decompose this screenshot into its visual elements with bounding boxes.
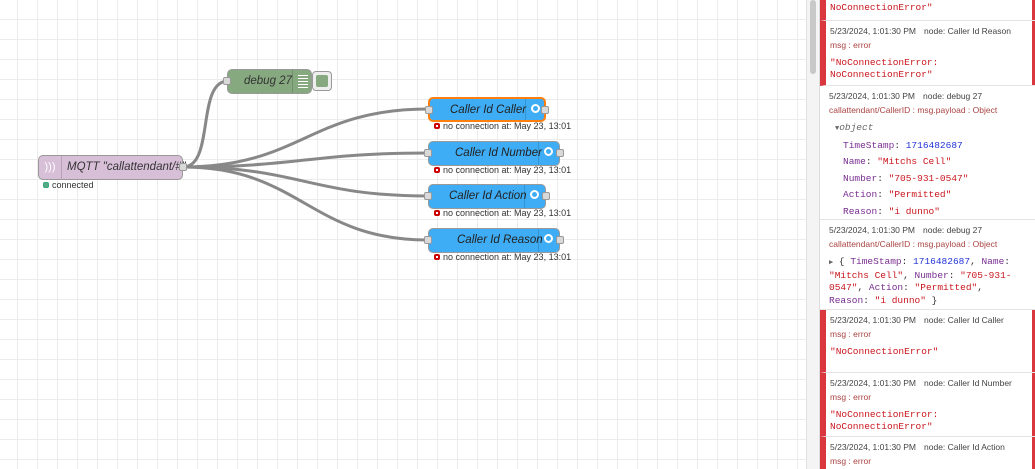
- wires: [181, 79, 430, 242]
- message-topic: msg : error: [830, 456, 872, 466]
- caller-id-action-node[interactable]: Caller Id Action: [424, 184, 550, 209]
- reason-output-port[interactable]: [556, 236, 564, 244]
- message-value: NoConnectionError": [830, 2, 933, 13]
- debug-toggle-button[interactable]: [312, 71, 332, 91]
- object-compact[interactable]: ▶ { TimeStamp: 1716482687, Name: "Mitchs…: [829, 256, 1012, 306]
- message-time: 5/23/2024, 1:01:30 PM: [829, 91, 916, 101]
- caret-down-icon: ▼: [835, 125, 840, 133]
- number-input-port[interactable]: [424, 149, 432, 157]
- action-input-port[interactable]: [424, 192, 432, 200]
- mqtt-node-label: MQTT "callattendant/#": [67, 161, 186, 173]
- scrollbar-thumb[interactable]: [810, 0, 816, 74]
- action-node-label: Caller Id Action: [449, 190, 527, 202]
- message-topic: msg : error: [830, 329, 872, 339]
- debug-message: 5/23/2024, 1:01:30 PM node: debug 27 call…: [820, 86, 1035, 220]
- status-ring-icon: [434, 122, 440, 129]
- debug-message: 5/23/2024, 1:01:30 PM node: debug 27 call…: [820, 220, 1035, 310]
- function-icon: [530, 190, 539, 199]
- flow-workspace[interactable]: debug 27 ))) MQTT "callattendant/#" conn…: [0, 0, 806, 469]
- debug-message: 5/23/2024, 1:01:30 PM node: Caller Id Rea…: [820, 21, 1035, 86]
- function-icon: [531, 104, 540, 113]
- debug-node-label: debug 27: [244, 75, 292, 87]
- debug-message: 5/23/2024, 1:01:30 PM node: Caller Id Act…: [820, 437, 1035, 469]
- number-node-label: Caller Id Number: [455, 147, 542, 159]
- debug-input-port[interactable]: [223, 77, 231, 85]
- status-dot-icon: [43, 181, 49, 188]
- status-ring-icon: [434, 209, 440, 216]
- reason-node-label: Caller Id Reason: [457, 234, 543, 246]
- message-node-link[interactable]: node: debug 27: [923, 225, 983, 235]
- debug-sidebar[interactable]: NoConnectionError" 5/23/2024, 1:01:30 PM…: [820, 0, 1035, 469]
- caller-input-port[interactable]: [425, 106, 433, 114]
- message-node-link[interactable]: node: Caller Id Reason: [924, 26, 1011, 36]
- message-topic: callattendant/CallerID : msg.payload : O…: [829, 239, 998, 249]
- action-output-port[interactable]: [542, 192, 550, 200]
- caller-id-caller-node[interactable]: Caller Id Caller: [425, 97, 549, 122]
- message-topic: msg : error: [830, 40, 872, 50]
- object-tree[interactable]: ▼object TimeStamp: 1716482687 Name: "Mit…: [829, 120, 1035, 220]
- caller-status: no connection at: May 23, 13:01: [434, 121, 571, 131]
- message-time: 5/23/2024, 1:01:30 PM: [830, 442, 917, 452]
- status-ring-icon: [434, 253, 440, 260]
- reason-input-port[interactable]: [424, 236, 432, 244]
- mqtt-output-port[interactable]: [179, 163, 187, 171]
- message-time: 5/23/2024, 1:01:30 PM: [830, 315, 917, 325]
- list-icon: [298, 75, 308, 88]
- message-time: 5/23/2024, 1:01:30 PM: [830, 378, 917, 388]
- caret-right-icon: ▶: [829, 259, 834, 267]
- antenna-icon: ))): [44, 161, 56, 173]
- caller-output-port[interactable]: [541, 106, 549, 114]
- number-status: no connection at: May 23, 13:01: [434, 165, 571, 175]
- workspace-scrollbar[interactable]: [806, 0, 820, 469]
- message-time: 5/23/2024, 1:01:30 PM: [830, 26, 917, 36]
- message-node-link[interactable]: node: debug 27: [923, 91, 983, 101]
- caller-id-reason-node[interactable]: Caller Id Reason: [424, 228, 564, 253]
- message-node-link[interactable]: node: Caller Id Action: [924, 442, 1005, 452]
- debug-message: NoConnectionError": [820, 0, 1035, 21]
- mqtt-in-node[interactable]: ))) MQTT "callattendant/#": [38, 155, 187, 180]
- wire-mqtt-number: [181, 151, 430, 169]
- reason-status: no connection at: May 23, 13:01: [434, 252, 571, 262]
- message-value: "NoConnectionError": [830, 346, 939, 357]
- message-value: "NoConnectionError: NoConnectionError": [830, 409, 939, 432]
- caller-id-number-node[interactable]: Caller Id Number: [424, 141, 564, 166]
- mqtt-status: connected: [43, 180, 94, 190]
- function-icon: [544, 147, 553, 156]
- message-time: 5/23/2024, 1:01:30 PM: [829, 225, 916, 235]
- debug-message: 5/23/2024, 1:01:30 PM node: Caller Id Cal…: [820, 310, 1035, 373]
- wire-mqtt-caller: [181, 107, 430, 169]
- number-output-port[interactable]: [556, 149, 564, 157]
- caller-node-label: Caller Id Caller: [450, 104, 527, 116]
- action-status: no connection at: May 23, 13:01: [434, 208, 571, 218]
- object-toggle[interactable]: ▼object: [835, 122, 874, 133]
- message-topic: callattendant/CallerID : msg.payload : O…: [829, 105, 998, 115]
- wire-mqtt-debug: [181, 79, 230, 169]
- wire-mqtt-reason: [181, 165, 430, 242]
- message-node-link[interactable]: node: Caller Id Number: [924, 378, 1012, 388]
- function-icon: [544, 234, 553, 243]
- debug-node[interactable]: debug 27: [223, 69, 312, 94]
- status-ring-icon: [434, 166, 440, 173]
- message-node-link[interactable]: node: Caller Id Caller: [924, 315, 1004, 325]
- message-topic: msg : error: [830, 392, 872, 402]
- debug-message: 5/23/2024, 1:01:30 PM node: Caller Id Num…: [820, 373, 1035, 437]
- wire-mqtt-action: [181, 165, 430, 198]
- message-value: "NoConnectionError: NoConnectionError": [830, 57, 939, 80]
